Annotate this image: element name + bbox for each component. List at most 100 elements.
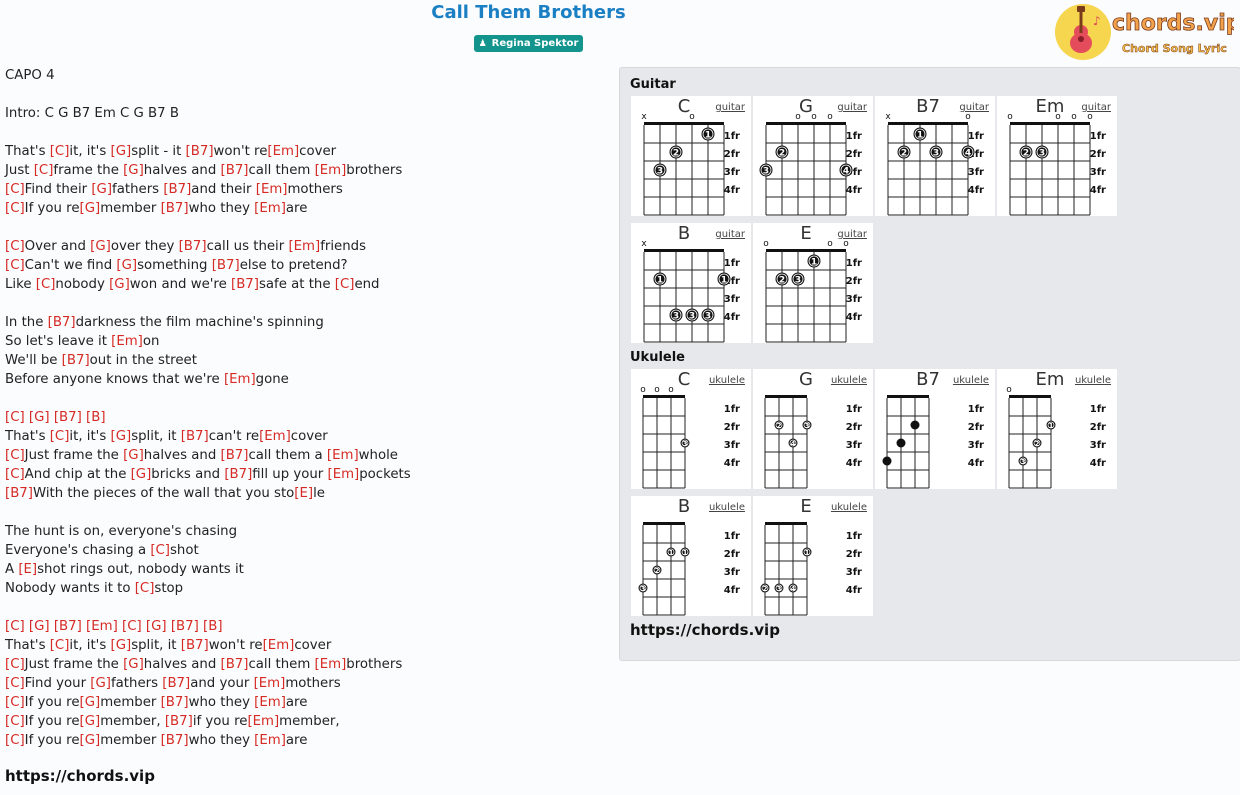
chord-tag[interactable]: [B7] (231, 277, 259, 292)
chord-tag[interactable]: [C] (5, 448, 25, 463)
chord-tag[interactable]: [C] (334, 277, 355, 292)
chord-tag[interactable]: [Em] (247, 714, 280, 729)
chord-tag[interactable]: [Em] (111, 334, 143, 349)
chord-tag[interactable]: [B] (203, 619, 223, 634)
chord-tag[interactable]: [G] (145, 619, 167, 634)
chord-tag[interactable]: [Em] (253, 676, 286, 691)
chord-tag[interactable]: [G] (109, 277, 130, 292)
chord-tag[interactable]: [B7] (160, 695, 189, 710)
chord-tag[interactable]: [G] (28, 619, 50, 634)
instrument-link[interactable]: guitar (837, 102, 867, 113)
chord-tag[interactable]: [Em] (327, 467, 360, 482)
chord-tag[interactable]: [B7] (211, 258, 240, 273)
chord-tag[interactable]: [G] (79, 201, 101, 216)
chord-tag[interactable]: [B7] (180, 429, 209, 444)
chord-tag[interactable]: [C] (5, 467, 25, 482)
chord-tag[interactable]: [G] (91, 182, 113, 197)
chord-tag[interactable]: [C] (5, 201, 25, 216)
chord-tag[interactable]: [B7] (53, 619, 82, 634)
chord-tag[interactable]: [C] (49, 144, 70, 159)
chord-tag[interactable]: [Em] (254, 733, 286, 748)
chord-tag[interactable]: [B7] (178, 239, 207, 254)
chord-tag[interactable]: [B7] (53, 410, 82, 425)
chord-tag[interactable]: [Em] (262, 638, 295, 653)
chord-tag[interactable]: [G] (90, 676, 111, 691)
chord-tag[interactable]: [E] (294, 486, 314, 501)
instrument-link[interactable]: ukulele (952, 375, 989, 386)
chord-tag[interactable]: [B] (86, 410, 106, 425)
chord-tag[interactable]: [C] (5, 714, 25, 729)
chord-tag[interactable]: [B7] (163, 182, 192, 197)
instrument-link[interactable]: ukulele (708, 375, 745, 386)
chord-tag[interactable]: [Em] (288, 239, 321, 254)
chord-tag[interactable]: [Em] (314, 657, 347, 672)
instrument-link[interactable]: ukulele (1074, 375, 1111, 386)
chord-tag[interactable]: [B7] (162, 676, 191, 691)
instrument-link[interactable]: ukulele (830, 375, 867, 386)
chord-tag[interactable]: [G] (28, 410, 50, 425)
chord-tag[interactable]: [G] (116, 258, 138, 273)
instrument-link[interactable]: guitar (1081, 102, 1111, 113)
chord-tag[interactable]: [C] (5, 619, 25, 634)
instrument-link[interactable]: ukulele (708, 502, 745, 513)
chord-tag[interactable]: [B7] (61, 353, 90, 368)
chord-tag[interactable]: [G] (123, 163, 144, 178)
chord-tag[interactable]: [G] (130, 467, 152, 482)
chord-tag[interactable]: [C] (33, 163, 54, 178)
instrument-link[interactable]: guitar (715, 229, 745, 240)
chord-tag[interactable]: [C] (5, 695, 25, 710)
artist-badge[interactable]: ♟ Regina Spektor (474, 35, 583, 52)
instrument-link[interactable]: guitar (715, 102, 745, 113)
chord-tag[interactable]: [Em] (223, 372, 256, 387)
chord-tag[interactable]: [B7] (160, 201, 189, 216)
chord-tag[interactable]: [C] (150, 543, 170, 558)
chord-tag[interactable]: [G] (90, 239, 111, 254)
chord-tag[interactable]: [E] (18, 562, 38, 577)
chord-tag[interactable]: [Em] (259, 429, 291, 444)
chord-tag[interactable]: [C] (5, 410, 25, 425)
chord-tag[interactable]: [Em] (254, 695, 286, 710)
chord-tag[interactable]: [B7] (185, 144, 214, 159)
chord-tag[interactable]: [B7] (160, 733, 189, 748)
chord-tag[interactable]: [B7] (5, 486, 33, 501)
chord-tag[interactable]: [Em] (255, 182, 288, 197)
chord-tag[interactable]: [Em] (267, 144, 300, 159)
site-logo[interactable]: ♪ chords.vip Chord Song Lyric (1054, 3, 1240, 61)
chord-tag[interactable]: [B7] (180, 638, 209, 653)
chord-tag[interactable]: [Em] (86, 619, 118, 634)
chord-tag[interactable]: [G] (79, 695, 101, 710)
chord-tag[interactable]: [C] (134, 581, 155, 596)
chord-tag[interactable]: [C] (35, 277, 56, 292)
instrument-link[interactable]: guitar (959, 102, 989, 113)
chord-tag[interactable]: [B7] (170, 619, 199, 634)
chord-tag[interactable]: [B7] (220, 657, 249, 672)
chord-tag[interactable]: [C] (5, 239, 25, 254)
chord-tag[interactable]: [B7] (47, 315, 76, 330)
chord-tag[interactable]: [C] (5, 676, 25, 691)
footer-url[interactable]: https://chords.vip (5, 767, 155, 785)
chord-tag[interactable]: [C] (5, 657, 25, 672)
instrument-link[interactable]: guitar (837, 229, 867, 240)
chord-tag[interactable]: [G] (123, 657, 144, 672)
chord-tag[interactable]: [G] (110, 429, 132, 444)
chord-tag[interactable]: [B7] (220, 163, 249, 178)
instrument-link[interactable]: ukulele (830, 502, 867, 513)
chord-tag[interactable]: [C] (49, 429, 70, 444)
chord-tag[interactable]: [B7] (224, 467, 253, 482)
panel-url[interactable]: https://chords.vip (630, 621, 780, 639)
chord-tag[interactable]: [C] (122, 619, 142, 634)
chord-tag[interactable]: [Em] (254, 201, 286, 216)
chord-tag[interactable]: [C] (5, 258, 25, 273)
chord-tag[interactable]: [Em] (326, 448, 359, 463)
chord-tag[interactable]: [C] (5, 182, 25, 197)
